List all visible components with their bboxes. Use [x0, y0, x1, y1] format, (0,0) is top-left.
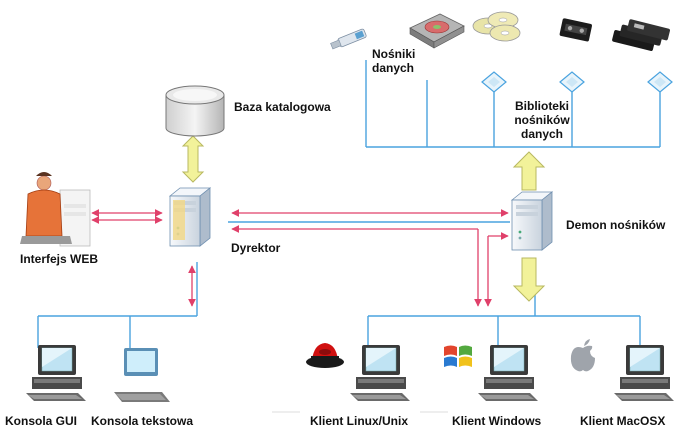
network-hub-icon — [481, 71, 507, 93]
optical-disc-icon — [472, 11, 521, 42]
hard-disk-icon — [409, 13, 465, 49]
label-console-text: Konsola tekstowa — [91, 414, 194, 428]
server-icon — [511, 191, 553, 251]
workstation-icon — [613, 344, 675, 402]
label-director: Dyrektor — [231, 241, 281, 255]
label-catalog-db: Baza katalogowa — [234, 100, 331, 114]
apple-logo-icon — [570, 339, 595, 372]
label-line: danych — [520, 127, 563, 141]
windows-logo-icon — [444, 345, 472, 367]
data-arrows — [181, 135, 546, 302]
label-libraries: Biblioteki nośników danych — [497, 99, 587, 141]
label-line: Biblioteki — [514, 99, 569, 113]
network-hub-icon — [559, 71, 585, 93]
usb-drive-icon — [330, 28, 367, 50]
label-web-interface: Interfejs WEB — [20, 252, 99, 266]
label-data-media: Nośniki danych — [372, 47, 415, 75]
control-arrows — [91, 209, 509, 307]
workstation-icon — [477, 344, 539, 402]
database-icon — [165, 85, 225, 137]
label-line: Nośniki — [372, 47, 416, 61]
tape-cartridge-icon — [559, 18, 592, 42]
label-client-linux: Klient Linux/Unix — [310, 414, 409, 428]
network-hub-icon — [647, 71, 673, 93]
workstation-icon — [114, 348, 170, 402]
label-storage-daemon: Demon nośników — [566, 218, 666, 232]
label-console-gui: Konsola GUI — [5, 414, 78, 428]
tape-cartridge-icon — [612, 19, 670, 51]
label-client-macosx: Klient MacOSX — [580, 414, 666, 428]
label-line: danych — [372, 61, 415, 75]
server-icon — [169, 187, 211, 247]
workstation-icon — [25, 344, 87, 402]
workstation-icon — [349, 344, 411, 402]
web-user-icon — [20, 172, 91, 247]
redhat-logo-icon — [306, 343, 344, 368]
label-client-windows: Klient Windows — [452, 414, 542, 428]
label-line: nośników — [514, 113, 570, 127]
